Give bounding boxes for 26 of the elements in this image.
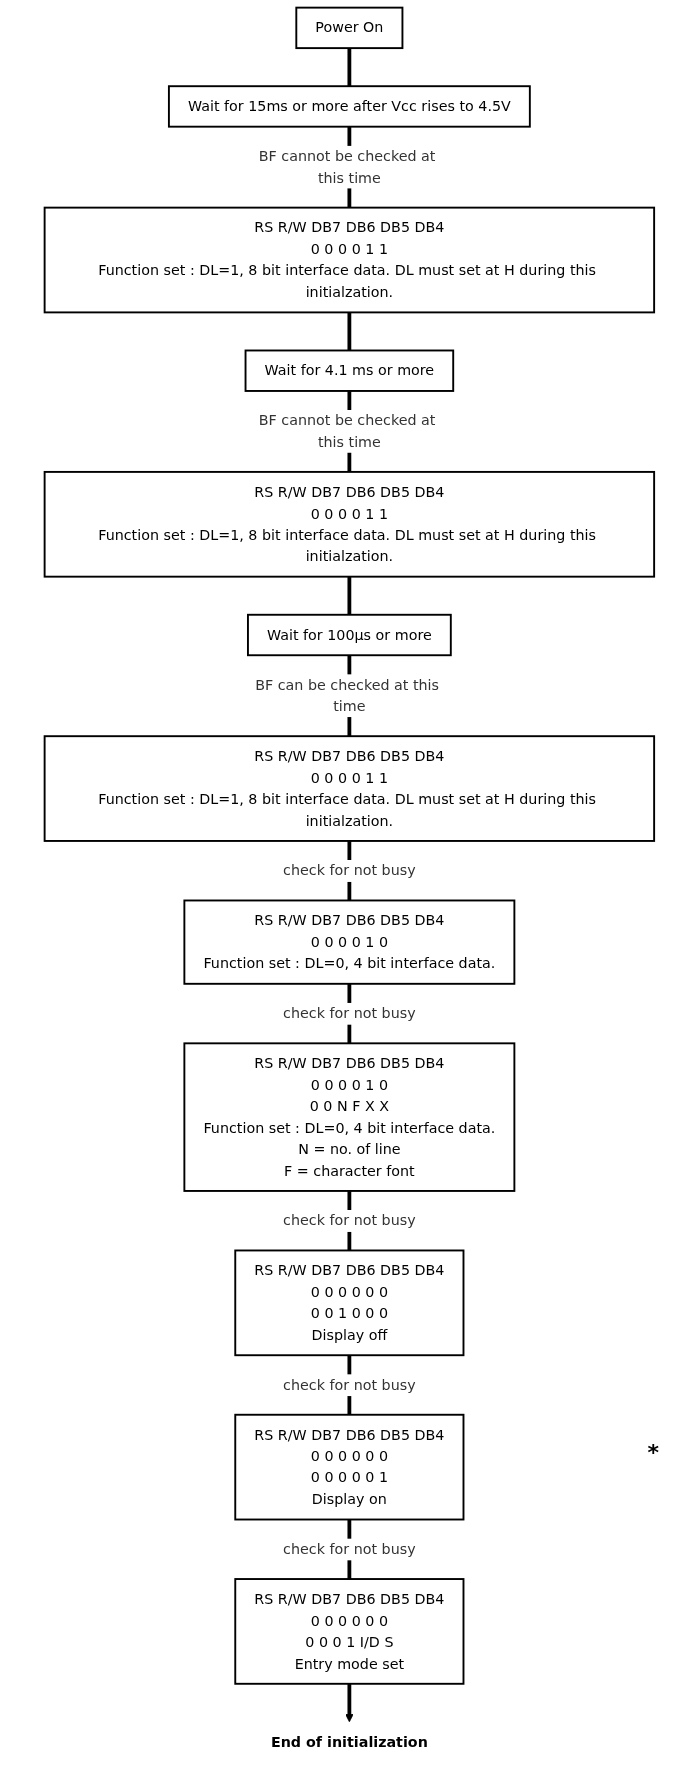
node-box: RS R/W DB7 DB6 DB5 DB4 0 0 0 0 1 1 Function set : DL=1, 8 bit interface data. DL must set at H during this initialzation. [43,206,656,314]
connector [347,312,352,351]
connector [347,48,352,87]
edge-label: check for not busy [283,861,416,880]
arrow [345,1683,354,1723]
edge-label: check for not busy [283,1004,416,1022]
node-box: Power On [295,6,404,50]
node-text: End of initialization [271,1733,428,1751]
edge-label: BF cannot be checked at this time [258,411,436,451]
edge-label: check for not busy [283,1376,416,1394]
connector [347,576,352,615]
edge-label: BF cannot be checked at this time [258,147,436,187]
edge-label: BF can be checked at this time [255,676,440,715]
edge-label: check for not busy [283,1211,416,1230]
node-box: Wait for 4.1 ms or more [244,349,455,392]
node-box: Wait for 100µs or more [247,613,452,657]
node-box: Wait for 15ms or more after Vcc rises to 4.5V [168,85,531,128]
node-box: RS R/W DB7 DB6 DB5 DB4 0 0 0 0 0 0 0 0 0 0 0 1 Display on [234,1413,465,1521]
node-box: RS R/W DB7 DB6 DB5 DB4 0 0 0 0 1 1 Function set : DL=1, 8 bit interface data. DL must set at H during this initialzation. [43,470,656,578]
node-box: RS R/W DB7 DB6 DB5 DB4 0 0 0 0 1 0 Function set : DL=0, 4 bit interface data. [183,899,516,985]
note-mark: * [647,1440,659,1465]
edge-label: check for not busy [283,1540,416,1558]
node-box: RS R/W DB7 DB6 DB5 DB4 0 0 0 0 1 1 Function set : DL=1, 8 bit interface data. DL must set at H during this initialzation. [43,735,656,842]
node-box: RS R/W DB7 DB6 DB5 DB4 0 0 0 0 1 0 0 0 N F X X Function set : DL=0, 4 bit interface data. N = no. of line F = character font [183,1042,516,1192]
node-box: RS R/W DB7 DB6 DB5 DB4 0 0 0 0 0 0 0 0 0 1 I/D S Entry mode set [234,1578,465,1685]
node-box: RS R/W DB7 DB6 DB5 DB4 0 0 0 0 0 0 0 0 1 0 0 0 Display off [234,1249,465,1357]
